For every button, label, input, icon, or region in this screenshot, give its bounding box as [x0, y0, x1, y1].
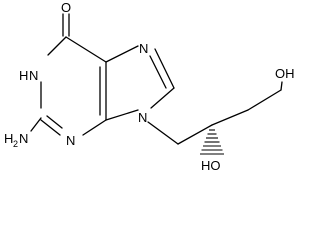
atom-label-n1-h: H — [19, 68, 28, 83]
bond-c2-nh2 — [30, 117, 42, 132]
atom-label-amine-h: H — [4, 131, 13, 146]
bond-ch-ch2b — [211, 109, 249, 126]
bond-c5-n7 — [105, 45, 139, 63]
bond-n7-c8-b — [149, 55, 167, 89]
atom-label-oh-primary: OH — [275, 66, 295, 81]
bond-c6-n1 — [47, 36, 67, 56]
bond-layer — [30, 13, 283, 155]
atom-label-amine-sub: 2 — [13, 139, 18, 149]
atom-label-n1: N — [29, 68, 38, 83]
atom-label-n9: N — [138, 110, 147, 125]
hashed-wedge-bond — [200, 129, 224, 155]
atom-label-amine-n: N — [19, 131, 28, 146]
bond-n9-c4 — [105, 109, 139, 121]
atom-label-oh-secondary: HO — [201, 158, 221, 173]
bond-c2-n3-a — [40, 119, 61, 136]
bond-c8-n9 — [150, 87, 175, 109]
bond-ch2-ch — [177, 124, 213, 145]
bond-ch2c-oh — [280, 81, 283, 91]
atom-label-n7: N — [139, 41, 148, 56]
molecule-diagram: O H N N N N H 2 N HO OH — [4, 0, 295, 173]
molecule-svg: O H N N N N H 2 N HO OH — [4, 0, 295, 173]
bond-n9-ch2 — [147, 121, 179, 145]
bond-c5-c6 — [65, 36, 107, 63]
atom-label-n3: N — [66, 133, 75, 148]
atom-label-carbonyl-o: O — [61, 0, 71, 15]
bond-n3-c4 — [82, 119, 107, 136]
bond-ch2b-ch2c — [247, 89, 282, 111]
atom-label-layer: O H N N N N H 2 N HO OH — [4, 0, 295, 173]
bond-n7-c8-a — [154, 48, 175, 89]
bond-c2-n3-b — [46, 115, 63, 129]
